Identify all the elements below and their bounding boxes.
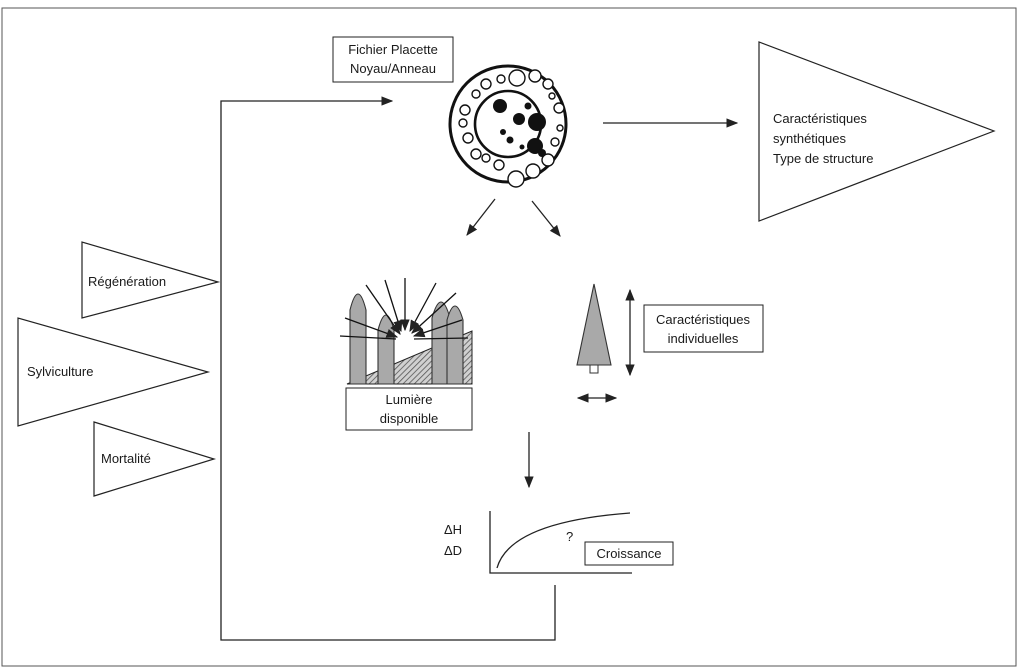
delta-h-label: ΔH <box>444 522 462 537</box>
figure-frame <box>1 7 1017 667</box>
input-sylviculture: Sylviculture <box>17 317 211 427</box>
individual-tree <box>576 283 612 374</box>
plot-circle <box>448 64 568 188</box>
growth-label: Croissance <box>596 546 661 561</box>
light-line1: Lumière <box>386 392 433 407</box>
light-illustration <box>339 278 473 385</box>
feedback-loop-arrow <box>220 96 556 641</box>
light-rays <box>339 278 469 340</box>
growth-axes <box>489 511 632 574</box>
plot-file-box: Fichier Placette Noyau/Anneau <box>332 36 454 83</box>
input-regeneration: Régénération <box>81 241 221 319</box>
regeneration-label: Régénération <box>88 274 166 289</box>
synthesis-line2: synthétiques <box>773 131 846 146</box>
synthesis-line3: Type de structure <box>773 151 873 166</box>
core-trees <box>493 99 546 157</box>
plot-file-line1: Fichier Placette <box>348 42 438 57</box>
individual-box: Caractéristiques individuelles <box>643 304 764 353</box>
growth-label-box <box>584 541 674 566</box>
to-light-arrow <box>466 198 496 236</box>
synthesis-line1: Caractéristiques <box>773 111 867 126</box>
growth-curve <box>496 512 631 569</box>
growth-graph: ΔH ΔD ? Croissance <box>444 511 674 574</box>
input-mortalite: Mortalité <box>93 421 217 497</box>
crown-trees <box>349 293 464 385</box>
question-mark: ? <box>566 529 573 544</box>
individual-line2: individuelles <box>668 331 739 346</box>
individual-line1: Caractéristiques <box>656 312 750 327</box>
sylviculture-label: Sylviculture <box>27 364 93 379</box>
to-individual-arrow <box>531 200 561 237</box>
light-line2: disponible <box>380 411 439 426</box>
mortalite-label: Mortalité <box>101 451 151 466</box>
delta-d-label: ΔD <box>444 543 462 558</box>
ring-trees <box>458 69 565 188</box>
light-box: Lumière disponible <box>345 387 473 431</box>
synthesis-triangle: Caractéristiques synthétiques Type de st… <box>758 41 996 222</box>
plot-file-line2: Noyau/Anneau <box>350 61 436 76</box>
